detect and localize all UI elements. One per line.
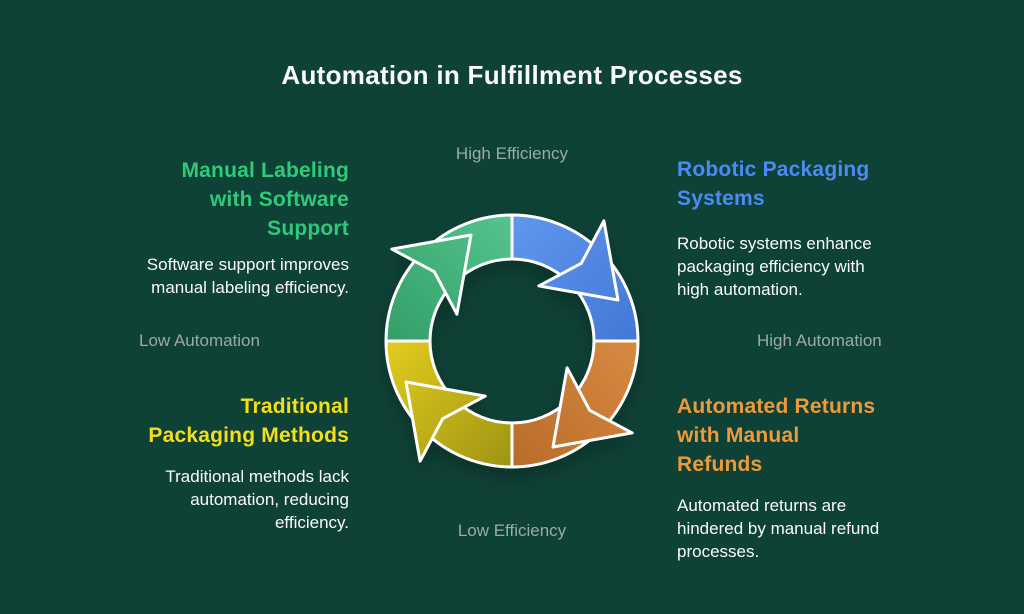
arrowhead-bottom-right-icon (551, 366, 634, 449)
segment-manual-labeling (384, 213, 514, 343)
arrowhead-top-right-icon (537, 219, 620, 302)
segment-robotic-packaging (510, 213, 640, 343)
arrowhead-bottom-left-icon (404, 380, 487, 463)
cycle-diagram (384, 213, 640, 469)
arrowhead-top-left-icon (390, 233, 473, 316)
axis-label-high-efficiency: High Efficiency (455, 144, 569, 163)
quadrant-body-automated-returns: Automated returns are hindered by manual… (677, 496, 880, 561)
quadrant-bottom-left: Traditional Packaging Methods Traditiona… (99, 392, 349, 534)
quadrant-bottom-right: Automated Returns with Manual Refunds Au… (677, 392, 917, 563)
segment-automated-returns (510, 339, 640, 469)
quadrant-body-traditional-packaging: Traditional methods lack automation, red… (165, 467, 349, 532)
quadrant-top-right: Robotic Packaging Systems Robotic system… (677, 155, 912, 301)
page-title: Automation in Fulfillment Processes (281, 60, 743, 90)
axis-label-high-automation: High Automation (757, 331, 882, 350)
axis-label-low-automation: Low Automation (139, 331, 260, 350)
segment-traditional-packaging (384, 339, 514, 469)
quadrant-body-robotic-packaging: Robotic systems enhance packaging effici… (677, 234, 872, 299)
quadrant-top-left: Manual Labeling with Software Support So… (109, 156, 349, 299)
axis-label-low-efficiency: Low Efficiency (457, 521, 567, 540)
quadrant-heading-traditional-packaging: Traditional Packaging Methods (148, 395, 349, 447)
quadrant-heading-robotic-packaging: Robotic Packaging Systems (677, 158, 870, 210)
quadrant-heading-automated-returns: Automated Returns with Manual Refunds (677, 395, 876, 476)
quadrant-heading-manual-labeling: Manual Labeling with Software Support (181, 159, 349, 240)
quadrant-body-manual-labeling: Software support improves manual labelin… (146, 255, 349, 297)
